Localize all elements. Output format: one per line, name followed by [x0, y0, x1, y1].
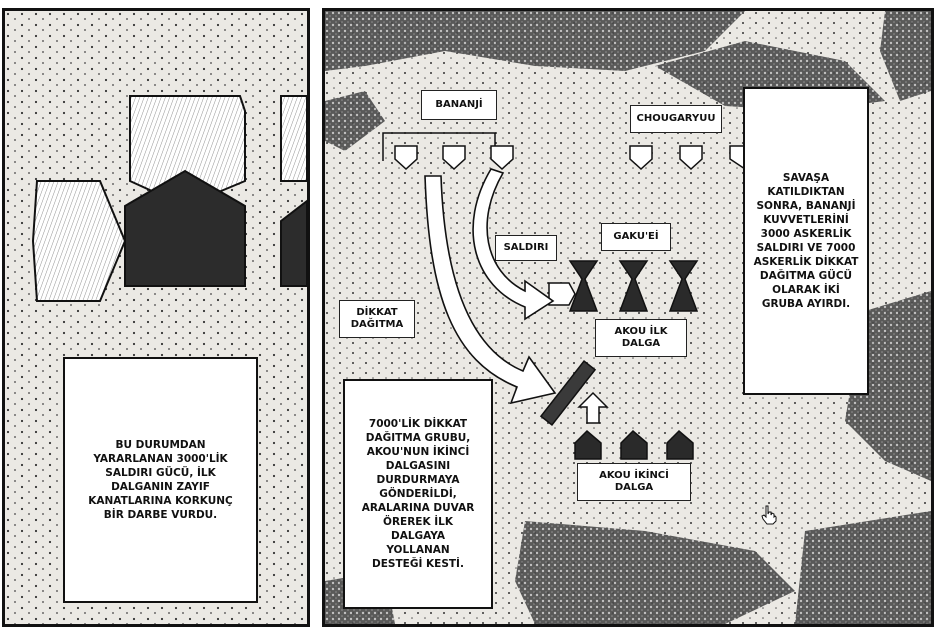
- bottom-caption: 7000'LİK DİKKAT DAĞITMA GRUBU, AKOU'NUN …: [343, 379, 493, 609]
- attack-arrow: [472, 168, 555, 321]
- left-caption: BU DURUMDAN YARARLANAN 3000'LİK SALDIRI …: [63, 357, 258, 603]
- chougaryuu-label: CHOUGARYUU: [630, 105, 722, 133]
- akou-first-wave-label: AKOU İLK DALGA: [595, 319, 687, 357]
- distraction-arrow: [424, 175, 557, 405]
- right-panel: BANANJİ CHOUGARYUU SALDIRI GAKU'Eİ DİKKA…: [322, 8, 934, 627]
- left-panel: BU DURUMDAN YARARLANAN 3000'LİK SALDIRI …: [2, 8, 310, 627]
- unit-blocks-large: [31, 95, 307, 302]
- gakuei-label: GAKU'Eİ: [601, 223, 671, 251]
- up-arrow-icon: [577, 391, 609, 424]
- akou-second-wave-label: AKOU İKİNCİ DALGA: [577, 463, 691, 501]
- bananji-formation: [382, 132, 514, 171]
- hand-cursor-icon: [761, 505, 777, 525]
- bananji-label: BANANJİ: [421, 90, 497, 120]
- dikkat-dagitma-label: DİKKAT DAĞITMA: [339, 300, 415, 338]
- akou-first-wave-units: [548, 260, 699, 312]
- chougaryuu-formation: [629, 145, 746, 171]
- saldiri-label: SALDIRI: [495, 235, 557, 261]
- akou-second-wave-units: [574, 429, 694, 460]
- wall-block: [539, 360, 597, 426]
- right-caption: SAVAŞA KATILDIKTAN SONRA, BANANJİ KUVVET…: [743, 87, 869, 395]
